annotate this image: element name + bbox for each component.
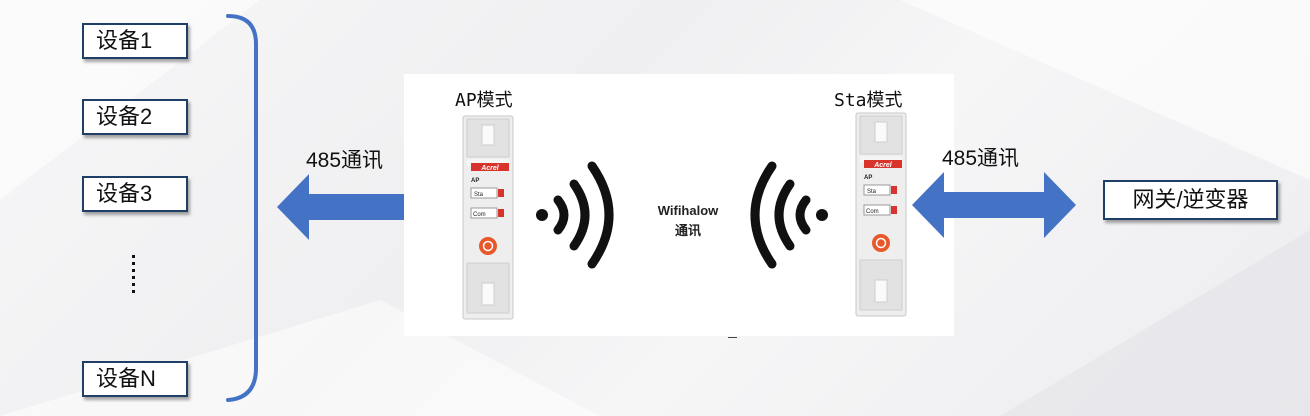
device-label: 设备N (96, 366, 156, 391)
device-box-n: 设备N (82, 361, 188, 397)
wifi-signal-icon-left (750, 161, 828, 269)
com-btn-text: Com (473, 212, 486, 218)
model-text: AP (864, 175, 872, 181)
device-box-3: 设备3 (82, 176, 188, 212)
sta-mode-label: Sta模式 (834, 90, 903, 111)
right-brace (226, 14, 258, 402)
com-btn-text: Com (866, 209, 879, 215)
left-485-label: 485通讯 (306, 149, 384, 172)
gateway-box: 网关/逆变器 (1103, 180, 1278, 220)
wireless-label-line1: Wifihalow (657, 203, 719, 218)
sta-btn-text: Sta (867, 189, 877, 195)
device-box-1: 设备1 (82, 23, 188, 59)
device-label: 设备3 (96, 181, 153, 206)
wireless-label: Wifihalow 通讯 (652, 201, 724, 241)
ap-mode-label: AP模式 (455, 90, 513, 111)
brand-text: Acrel (873, 162, 893, 169)
brand-text: Acrel (480, 165, 500, 172)
device-label: 设备2 (96, 104, 153, 129)
right-485-label: 485通讯 (942, 147, 1020, 170)
device-box-2: 设备2 (82, 99, 188, 135)
divider-mark (728, 337, 737, 338)
sta-module: Acrel AP Sta Com (855, 112, 907, 317)
wireless-label-line2: 通讯 (674, 223, 701, 238)
left-double-arrow (277, 174, 441, 240)
gateway-label: 网关/逆变器 (1132, 187, 1249, 212)
device-label: 设备1 (96, 28, 153, 53)
wifi-signal-icon-right (536, 161, 614, 269)
right-double-arrow (912, 172, 1076, 238)
ap-module: Acrel AP Sta Com (462, 115, 514, 320)
sta-btn-text: Sta (474, 192, 484, 198)
ellipsis-dots (132, 255, 136, 297)
model-text: AP (471, 178, 479, 184)
